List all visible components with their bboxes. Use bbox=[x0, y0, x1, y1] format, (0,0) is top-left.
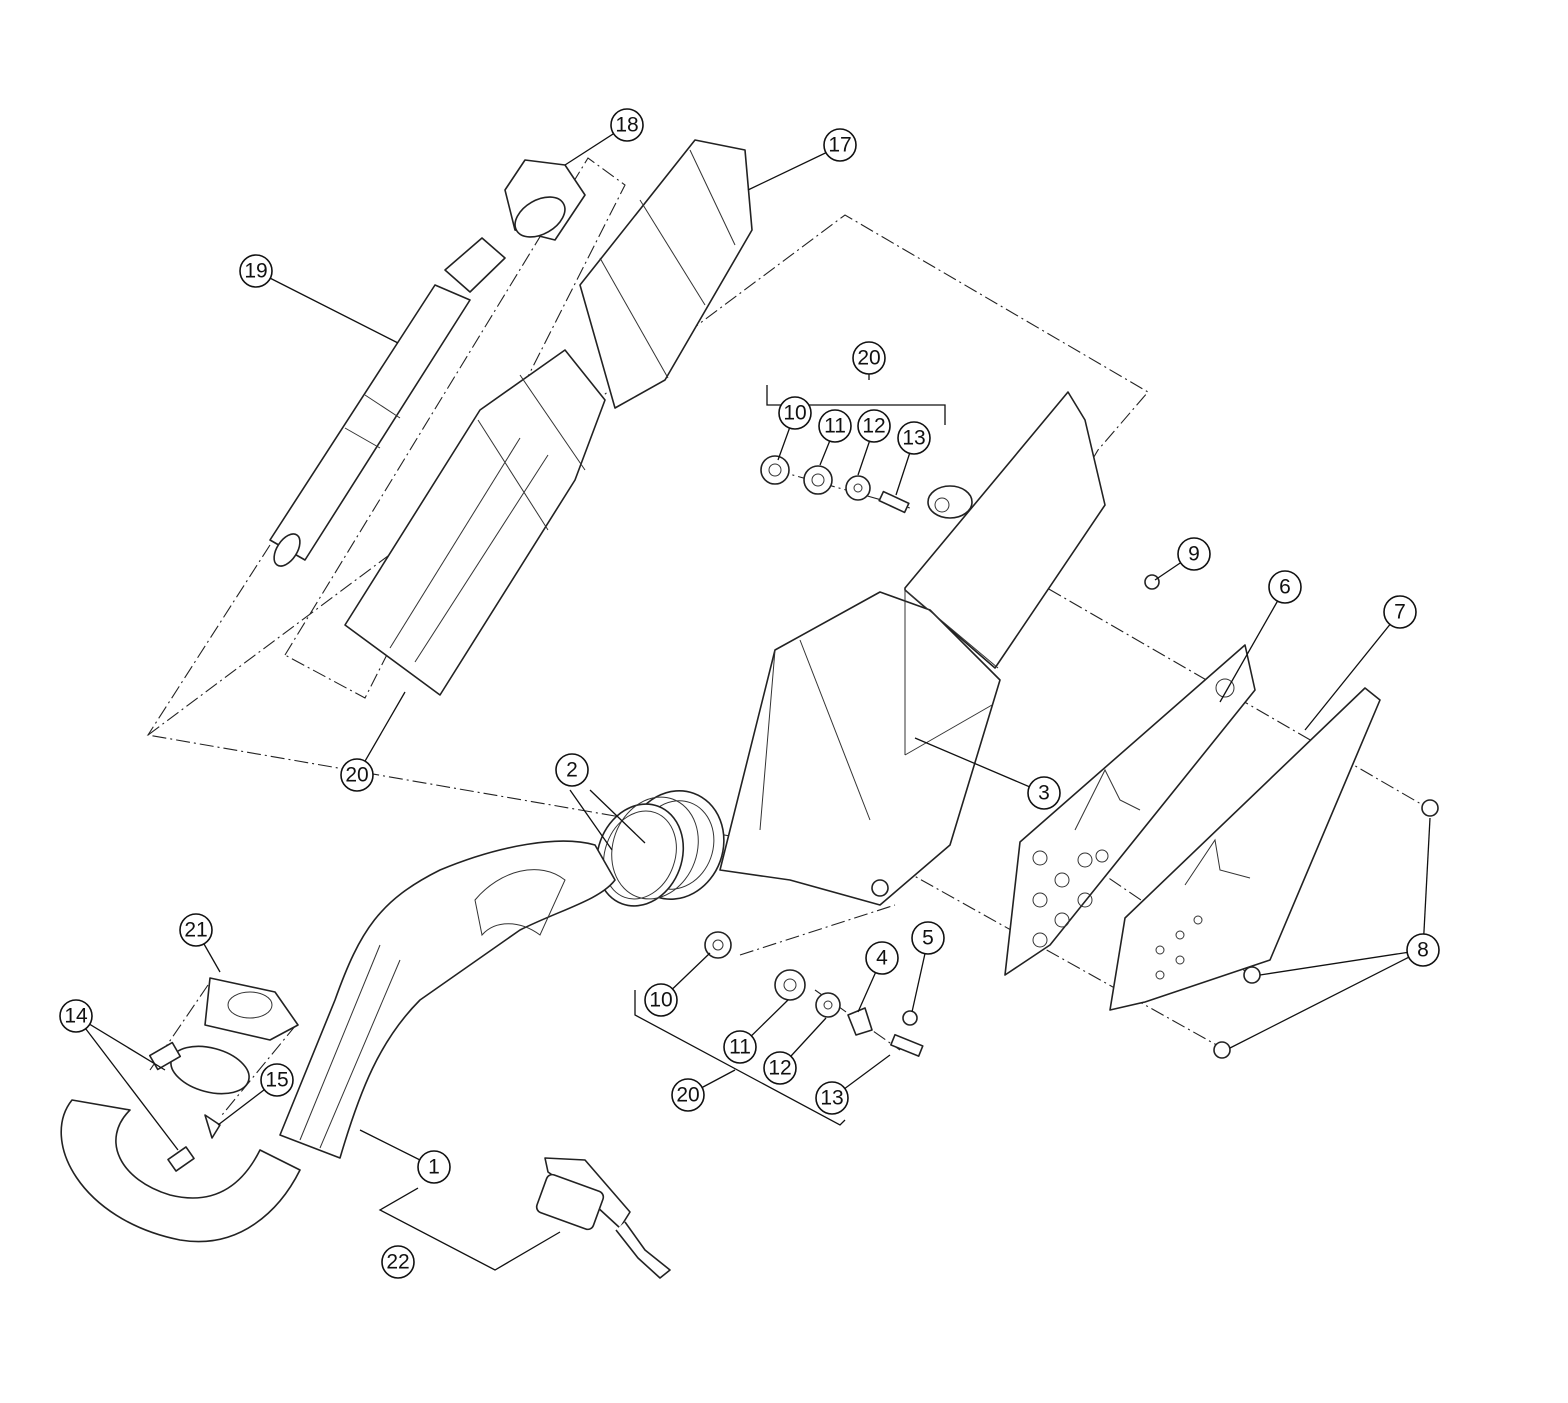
sensor-part bbox=[535, 1157, 671, 1279]
end-cap-part bbox=[579, 139, 753, 409]
callout-11-top: 11 bbox=[818, 409, 852, 443]
clamp-rings-part bbox=[595, 796, 699, 907]
svg-text:18: 18 bbox=[615, 114, 638, 137]
svg-text:20: 20 bbox=[676, 1084, 699, 1107]
callout-7: 7 bbox=[1383, 595, 1417, 629]
mount-axis-dashes bbox=[147, 544, 271, 736]
callout-14: 17 bbox=[823, 128, 857, 162]
hardware-parts bbox=[704, 455, 1439, 1059]
inner-tube-group-outline bbox=[284, 157, 626, 699]
svg-text:7: 7 bbox=[1394, 601, 1406, 624]
svg-text:1: 1 bbox=[428, 1156, 440, 1179]
svg-text:11: 11 bbox=[729, 1036, 751, 1059]
svg-text:21: 21 bbox=[184, 919, 207, 942]
sleeve-part bbox=[504, 159, 586, 241]
callout-22: 22 bbox=[381, 1245, 415, 1279]
callout-21: 21 bbox=[179, 913, 213, 947]
svg-text:10: 10 bbox=[783, 402, 806, 425]
svg-text:9: 9 bbox=[1188, 543, 1200, 566]
svg-text:13: 13 bbox=[820, 1087, 843, 1110]
callout-6: 6 bbox=[1268, 570, 1302, 604]
svg-text:11: 11 bbox=[824, 415, 846, 438]
svg-text:12: 12 bbox=[768, 1057, 791, 1080]
callout-16: 19 bbox=[239, 254, 273, 288]
callout-18: 14 bbox=[59, 999, 93, 1033]
svg-text:2: 2 bbox=[566, 759, 578, 782]
callout-15: 18 bbox=[610, 108, 644, 142]
svg-text:10: 10 bbox=[649, 989, 672, 1012]
callout-13-bottom: 13 bbox=[815, 1081, 849, 1115]
callout-12-top: 12 bbox=[857, 409, 891, 443]
svg-text:14: 14 bbox=[64, 1005, 88, 1028]
svg-text:12: 12 bbox=[862, 415, 885, 438]
flange-gasket-part bbox=[148, 977, 299, 1172]
callout-20-bottom: 20 bbox=[671, 1078, 705, 1112]
svg-text:8: 8 bbox=[1417, 939, 1429, 962]
callout-2: 2 bbox=[555, 753, 589, 787]
callout-1: 1 bbox=[417, 1150, 451, 1184]
callout-19: 15 bbox=[260, 1063, 294, 1097]
svg-text:19: 19 bbox=[244, 260, 267, 283]
svg-text:15: 15 bbox=[265, 1069, 288, 1092]
svg-text:20: 20 bbox=[857, 347, 880, 370]
callout-9: 9 bbox=[1177, 537, 1211, 571]
callout-4: 4 bbox=[865, 941, 899, 975]
silencer-shell-part bbox=[344, 349, 606, 696]
callout-17: 20 bbox=[340, 758, 374, 792]
callout-12-bottom: 12 bbox=[763, 1051, 797, 1085]
svg-text:13: 13 bbox=[902, 427, 925, 450]
callout-13-top: 13 bbox=[897, 421, 931, 455]
callout-10-bottom: 10 bbox=[644, 983, 678, 1017]
header-pipe-part bbox=[60, 840, 616, 1243]
svg-text:4: 4 bbox=[876, 947, 888, 970]
heat-shield-cover-part bbox=[1109, 687, 1381, 1011]
heat-shield-part bbox=[1004, 644, 1256, 976]
callout-3: 3 bbox=[1027, 776, 1061, 810]
callout-8: 8 bbox=[1406, 933, 1440, 967]
shield-holes bbox=[1032, 849, 1109, 948]
svg-text:22: 22 bbox=[386, 1251, 409, 1274]
svg-text:17: 17 bbox=[828, 134, 851, 157]
svg-text:20: 20 bbox=[345, 764, 368, 787]
callout-20-top: 20 bbox=[852, 341, 886, 375]
callout-5: 5 bbox=[911, 921, 945, 955]
callout-10-top: 10 bbox=[778, 396, 812, 430]
inner-tube-part bbox=[269, 237, 506, 567]
svg-text:3: 3 bbox=[1038, 782, 1050, 805]
svg-text:5: 5 bbox=[922, 927, 934, 950]
callout-11-bottom: 11 bbox=[723, 1030, 757, 1064]
svg-text:6: 6 bbox=[1279, 576, 1291, 599]
